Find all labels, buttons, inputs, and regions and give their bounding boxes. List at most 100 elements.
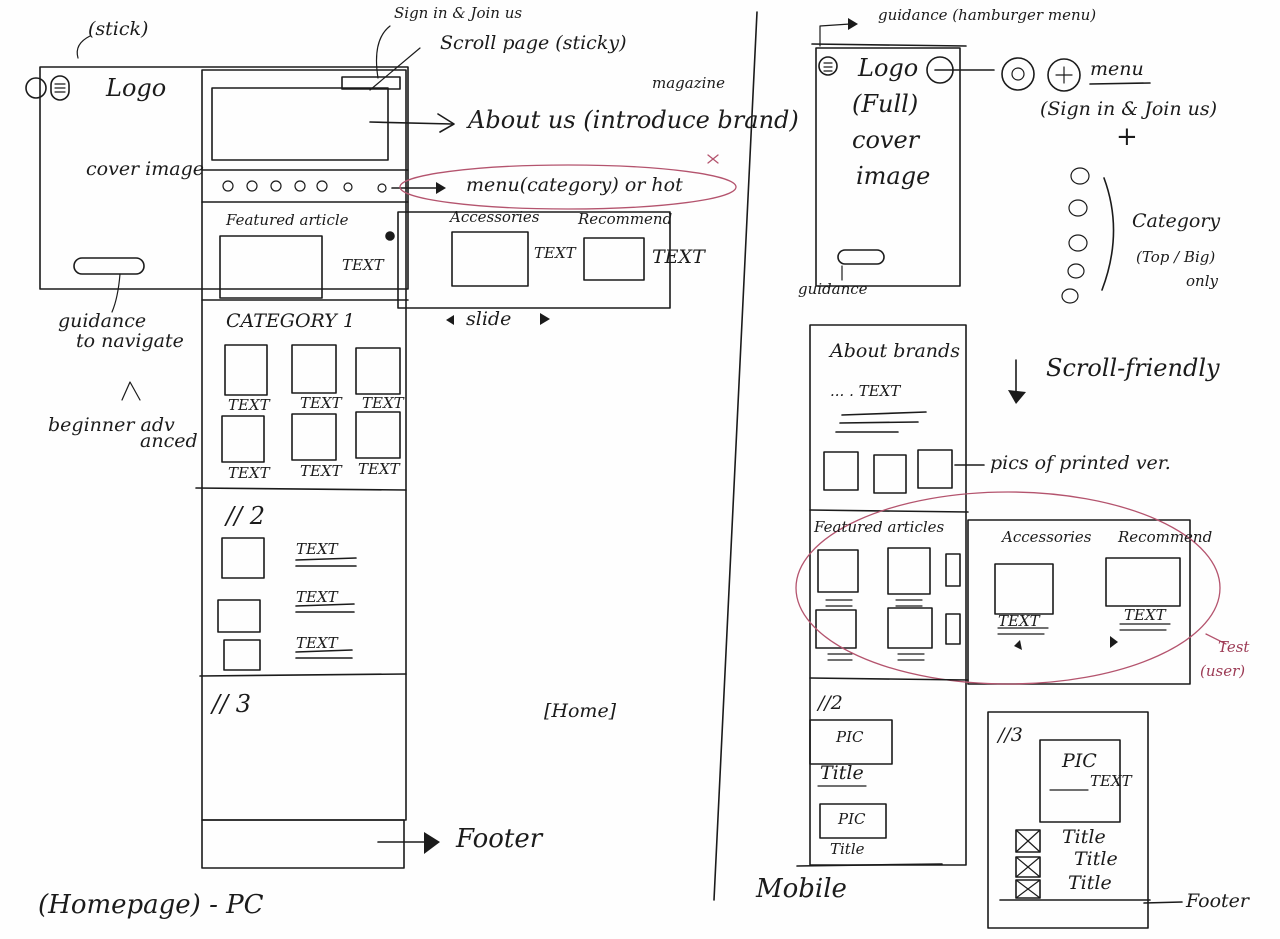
pc-cat2-thumb-3 [223,639,261,671]
pc-guidance-button [73,257,145,275]
mobile-test-note-1: Test [1218,638,1250,656]
pc-logo: Logo [106,74,167,102]
mobile-search-icon [1001,57,1035,91]
mobile-printed-pic-1 [823,451,859,491]
mobile-cat2-title-2: Title [830,840,865,858]
pc-menu-dot-5 [316,180,328,192]
mobile-image-label: image [856,162,931,190]
mobile-checkbox-3 [1015,879,1041,899]
mobile-logo: Logo [858,54,919,82]
pc-about-box [211,87,389,161]
pc-beginner-note-1: beginner adv [48,414,175,436]
mobile-featured-thumb-5 [887,607,933,649]
mobile-featured-thumb-1 [817,549,859,593]
pc-cat1-thumb-5 [291,413,337,461]
mobile-hero-phone [815,47,961,287]
pc-cat2-thumb-2 [217,599,261,633]
mobile-slider-panel [967,519,1191,685]
mobile-cover-label: cover [852,126,920,154]
pc-beginner-note-2: anced [140,430,198,452]
mobile-accessories-image [994,563,1054,615]
mobile-plus-icon [1047,58,1081,92]
mobile-guidance-hamburger-note: guidance (hamburger menu) [878,6,1097,24]
mobile-cat2-title-1: Title [820,762,864,784]
pc-cat1-text-4: TEXT [228,464,270,482]
pc-cover-image-label: cover image [86,158,205,180]
mobile-cat3-text: TEXT [1090,772,1132,790]
pc-slide-note: slide [466,308,512,330]
pc-menu-dot-1 [222,180,234,192]
pc-scroll-note: Scroll page (sticky) [440,32,627,54]
pc-cat1-text-2: TEXT [300,394,342,412]
pc-accessories-image [451,231,529,287]
pc-featured-image [219,235,323,299]
mobile-pics-printed-note: pics of printed ver. [990,452,1171,474]
pc-accessories-text: TEXT [534,244,576,262]
mobile-accessories-label: Accessories [1002,528,1092,546]
pc-caption: (Homepage) - PC [38,890,264,920]
mobile-featured-thumb-2 [887,547,931,595]
pc-cat1-thumb-1 [224,344,268,396]
mobile-footer-note: Footer [1186,890,1249,912]
mobile-category-3-title: //3 [998,724,1023,746]
pc-accessories-label: Accessories [450,208,540,226]
pc-magazine-note: magazine [652,74,725,92]
pc-category-2-title: // 2 [226,502,266,530]
pc-cat1-thumb-3 [355,347,401,395]
pc-cover-hero [39,66,409,290]
pc-featured-article: Featured article [226,211,349,229]
pc-recommend-text: TEXT [652,246,705,268]
mobile-recommend-label: Recommend [1118,528,1213,546]
pc-category-1-title: CATEGORY 1 [226,310,355,332]
pc-recommend-image [583,237,645,281]
mobile-full-label: (Full) [852,90,919,118]
mobile-cat2-pic-label-1: PIC [836,728,864,746]
mobile-checkbox-2 [1015,856,1041,878]
pc-about-us-note: About us (introduce brand) [468,106,799,134]
mobile-printed-pic-2 [873,454,907,494]
pc-cat2-text-3: TEXT [296,634,338,652]
pc-menu-dot-4 [294,180,306,192]
mobile-guidance-button [837,249,885,265]
mobile-recommend-image [1105,557,1181,607]
page-divider [713,11,758,901]
mobile-menu-note: menu [1090,58,1144,80]
mobile-cat3-title-3: Title [1068,872,1112,894]
pc-menu-category-note: menu(category) or hot [466,174,683,196]
pc-sign-in-note: Sign in & Join us [394,4,523,22]
pc-cat1-text-3: TEXT [362,394,404,412]
mobile-test-highlight [795,491,1221,685]
mobile-category-note-3: only [1186,272,1218,290]
pc-menu-dot-7 [377,183,387,193]
pc-menu-dot-2 [246,180,258,192]
pc-footer-note: Footer [456,824,543,854]
mobile-scroll-friendly: Scroll-friendly [1046,354,1220,382]
mobile-category-2-title: //2 [818,692,843,714]
pc-menu-highlight [399,164,737,210]
pc-menu-dot-6 [343,182,353,192]
mobile-dots-text: ... . TEXT [830,382,901,400]
pc-recommend-label: Recommend [578,210,673,228]
pc-footer-box [201,819,405,869]
mobile-checkbox-1 [1015,829,1041,853]
mobile-cat3-phone [987,711,1149,929]
pc-category-3-title: // 3 [212,690,252,718]
mobile-accessories-text: TEXT [998,612,1040,630]
pc-home-note: [Home] [544,700,617,722]
mobile-featured-articles: Featured articles [814,518,945,536]
mobile-category-note-2: (Top / Big) [1136,248,1216,266]
pc-cat1-thumb-4 [221,415,265,463]
pc-slider-panel [397,211,671,309]
mobile-printed-pic-3 [917,449,953,489]
pc-featured-text: TEXT [342,256,384,274]
pc-cat1-thumb-2 [291,344,337,394]
mobile-category-note-1: Category [1132,210,1221,232]
pc-hamburger-icon [50,75,70,101]
mobile-sign-in-note: (Sign in & Join us) [1040,98,1218,120]
pc-guidance-note-2: to navigate [76,330,184,352]
mobile-test-note-2: (user) [1200,662,1246,680]
mobile-hamburger-icon [818,56,838,76]
mobile-caption: Mobile [756,874,847,904]
